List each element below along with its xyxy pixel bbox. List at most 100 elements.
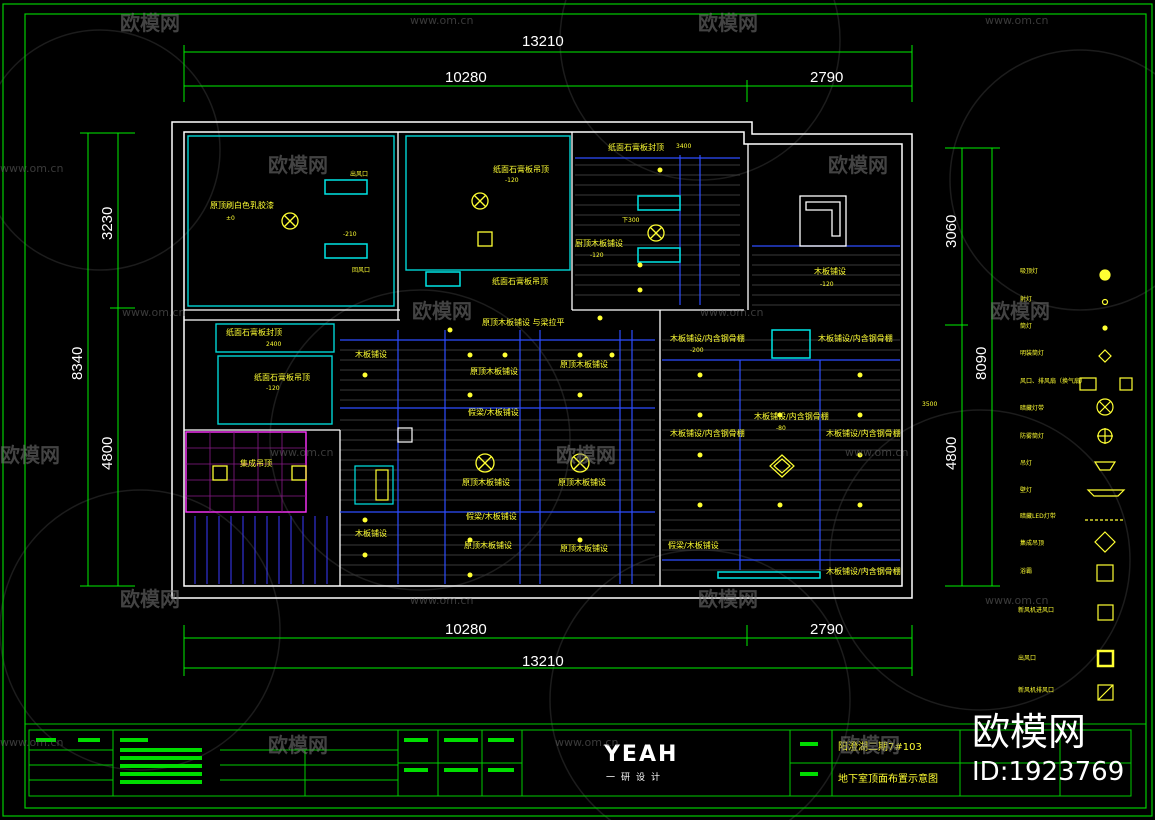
legend-panel: 吸顶灯 射灯 筒灯 明装筒灯 风口、排风扇（换气扇） 暗藏灯带 防雾筒灯 吊灯 … xyxy=(1018,267,1086,694)
stair-hatching xyxy=(194,516,328,584)
sheet-inner-frame xyxy=(24,13,1147,809)
watermark-brand: 欧模网 xyxy=(120,587,180,611)
dim-left-upper: 3230 xyxy=(99,207,116,240)
watermark-site: www.om.cn xyxy=(122,306,185,319)
watermark-brand: 欧模网 xyxy=(556,443,616,467)
air-vents xyxy=(324,179,811,359)
dim-bottom-right: 2790 xyxy=(810,621,843,638)
stair-element xyxy=(354,427,413,505)
watermark-brand: 欧模网 xyxy=(0,443,60,467)
watermark-site: www.om.cn xyxy=(0,736,63,749)
legend-item: 暗藏LED灯带 xyxy=(1020,512,1056,520)
annotation-label: 出风口 xyxy=(350,170,368,178)
watermark-brand: 欧模网 xyxy=(840,733,900,757)
annotation-label: ±0 xyxy=(226,215,235,222)
watermark-brand: 欧模网 xyxy=(120,11,180,35)
room-label: 原顶木板铺设 xyxy=(560,543,608,553)
legend-item: 新风机进风口 xyxy=(1018,606,1054,614)
room-label: 纸面石膏板封顶 xyxy=(226,327,282,337)
legend-item: 射灯 xyxy=(1020,295,1032,303)
legend-item: 明装筒灯 xyxy=(1020,349,1044,357)
watermark-brand: 欧模网 xyxy=(268,733,328,757)
downlights xyxy=(362,167,863,578)
room-label: 原顶木板铺设 xyxy=(470,366,518,376)
watermark-brand: 欧模网 xyxy=(990,299,1050,323)
annotation-label: 3400 xyxy=(676,143,691,150)
watermark-site: www.om.cn xyxy=(700,306,763,319)
room-label: 木板铺设 xyxy=(355,349,387,359)
room-label: 木板铺设 xyxy=(814,266,846,276)
room-labels: 原顶刷白色乳胶漆 纸面石膏板吊顶 纸面石膏板封顶 纸面石膏板吊顶 厨顶木板铺设 … xyxy=(210,142,901,576)
floor-plan-walls xyxy=(171,121,913,599)
legend-item: 防雾筒灯 xyxy=(1020,432,1044,440)
dim-top-right: 2790 xyxy=(810,69,843,86)
legend-item: 风口、排风扇（换气扇） xyxy=(1020,377,1086,385)
annotation-label: -120 xyxy=(590,252,604,259)
dim-top-left: 10280 xyxy=(445,69,487,86)
watermark-brand: 欧模网 xyxy=(412,299,472,323)
company-logo: YEAH xyxy=(603,742,678,767)
room-label: 纸面石膏板吊顶 xyxy=(254,372,310,382)
legend-item: 浴霸 xyxy=(1020,567,1032,575)
led-strip xyxy=(717,571,821,579)
room-label: 木板铺设/内含钢骨棚 xyxy=(670,428,745,438)
dim-overall-bottom: 13210 xyxy=(522,653,564,670)
watermark-site: www.om.cn xyxy=(985,14,1048,27)
dim-right-upper: 3060 xyxy=(943,215,960,248)
annotation-label: 下300 xyxy=(622,217,640,224)
watermark-brand: 欧模网 xyxy=(828,153,888,177)
room-label: 厨顶木板铺设 xyxy=(575,238,623,248)
room-label: 假梁/木板铺设 xyxy=(466,511,517,521)
room-label: 集成吊顶 xyxy=(240,458,272,468)
dimension-lines xyxy=(80,45,1000,676)
room-label: 原顶木板铺设 xyxy=(464,540,512,550)
dim-left-lower: 4800 xyxy=(99,437,116,470)
dim-right-lower: 4800 xyxy=(943,437,960,470)
integrated-ceiling-grid xyxy=(186,432,306,512)
dim-left-total: 8340 xyxy=(69,347,86,380)
annotation-label: -120 xyxy=(505,177,519,184)
sheet-outer-frame xyxy=(2,3,1153,817)
small-labels: 出风口 回风口 -120 -210 ±0 -120 2400 -200 下300… xyxy=(226,143,937,432)
brand-watermark-large: 欧模网 xyxy=(972,710,1086,754)
watermark-brand: 欧模网 xyxy=(268,153,328,177)
watermark-site: www.om.cn xyxy=(985,594,1048,607)
dim-overall-top: 13210 xyxy=(522,33,564,50)
drawing-title: 地下室顶面布置示意图 xyxy=(838,772,938,785)
watermark-site: www.om.cn xyxy=(0,162,63,175)
room-label: 原顶木板铺设 与梁拉平 xyxy=(482,317,565,327)
legend-item: 集成吊顶 xyxy=(1020,539,1044,547)
annotation-label: -200 xyxy=(690,347,704,354)
room-label: 假梁/木板铺设 xyxy=(468,407,519,417)
annotation-label: -210 xyxy=(343,231,357,238)
watermark-site: www.om.cn xyxy=(410,594,473,607)
chandelier-fixture xyxy=(769,454,795,478)
annotation-label: -120 xyxy=(820,281,834,288)
room-label: 原顶木板铺设 xyxy=(462,477,510,487)
annotation-label: -80 xyxy=(776,425,786,432)
legend-item: 新风机排风口 xyxy=(1018,686,1054,694)
dim-bottom-left: 10280 xyxy=(445,621,487,638)
watermarks: 欧模网 www.om.cn 欧模网 www.om.cn 欧模网 欧模网 www.… xyxy=(0,11,1050,757)
ceiling-lights xyxy=(212,192,665,481)
dim-right-total: 8090 xyxy=(973,347,990,380)
room-label: 原顶木板铺设 xyxy=(560,359,608,369)
room-label: 木板铺设/内含钢骨棚 xyxy=(754,411,829,421)
legend-item: 吸顶灯 xyxy=(1020,267,1038,275)
watermark-site: www.om.cn xyxy=(410,14,473,27)
legend-item: 壁灯 xyxy=(1020,486,1032,494)
title-block-fills xyxy=(36,738,818,784)
annotation-label: 回风口 xyxy=(352,267,370,274)
watermark-site: www.om.cn xyxy=(555,736,618,749)
watermark-site: www.om.cn xyxy=(845,446,908,459)
title-block-frame xyxy=(24,723,1147,809)
room-label: 木板铺设 xyxy=(355,528,387,538)
room-label: 木板铺设/内含钢骨棚 xyxy=(670,333,745,343)
room-label: 假梁/木板铺设 xyxy=(668,540,719,550)
legend-item: 出风口 xyxy=(1018,654,1036,662)
ceiling-zones xyxy=(187,135,571,425)
room-label: 木板铺设/内含钢骨棚 xyxy=(826,428,901,438)
legend-item: 暗藏灯带 xyxy=(1020,404,1044,412)
